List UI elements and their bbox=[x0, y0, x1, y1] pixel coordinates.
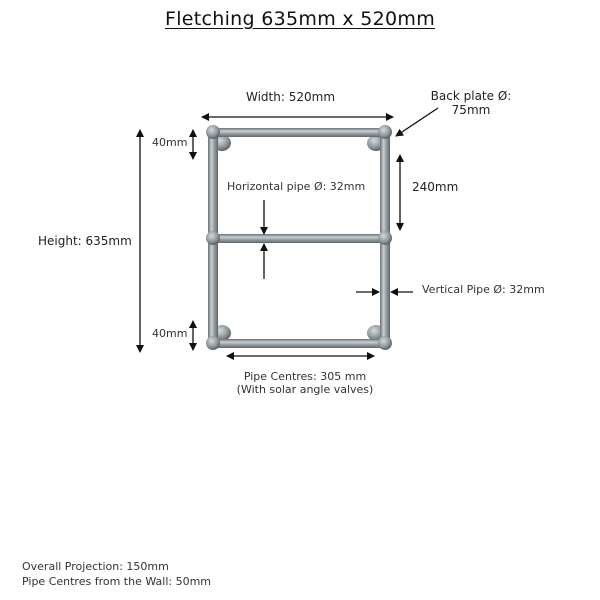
horizontal-pipe-label: Horizontal pipe Ø: 32mm bbox=[227, 180, 366, 193]
overall-projection-text: Overall Projection: 150mm bbox=[22, 560, 169, 573]
pipe-centres-wall-text: Pipe Centres from the Wall: 50mm bbox=[22, 575, 212, 588]
pipe-centres-label-line2: (With solar angle valves) bbox=[236, 383, 374, 396]
rail-top bbox=[212, 128, 386, 137]
back-plate-label-line2: 75mm bbox=[451, 103, 491, 117]
rail-bottom bbox=[212, 339, 386, 348]
top-gap-label: 40mm bbox=[152, 136, 188, 149]
bottom-gap-label: 40mm bbox=[152, 327, 188, 340]
pipe-centres-label-line1: Pipe Centres: 305 mm bbox=[243, 370, 367, 383]
back-plate-label: Back plate Ø: 75mm bbox=[418, 89, 524, 117]
vertical-pipe-label: Vertical Pipe Ø: 32mm bbox=[422, 283, 545, 296]
back-plate-leader bbox=[395, 107, 439, 137]
rail-spacing-label: 240mm bbox=[412, 180, 459, 194]
diagram-title: Fletching 635mm x 520mm bbox=[164, 8, 436, 30]
pipe-centres-label: Pipe Centres: 305 mm (With solar angle v… bbox=[205, 370, 405, 396]
rail-middle bbox=[212, 234, 386, 243]
pipe-joints bbox=[206, 125, 392, 350]
width-label: Width: 520mm bbox=[246, 90, 336, 104]
back-plate-label-line1: Back plate Ø: bbox=[430, 89, 512, 103]
height-label: Height: 635mm bbox=[38, 234, 132, 248]
